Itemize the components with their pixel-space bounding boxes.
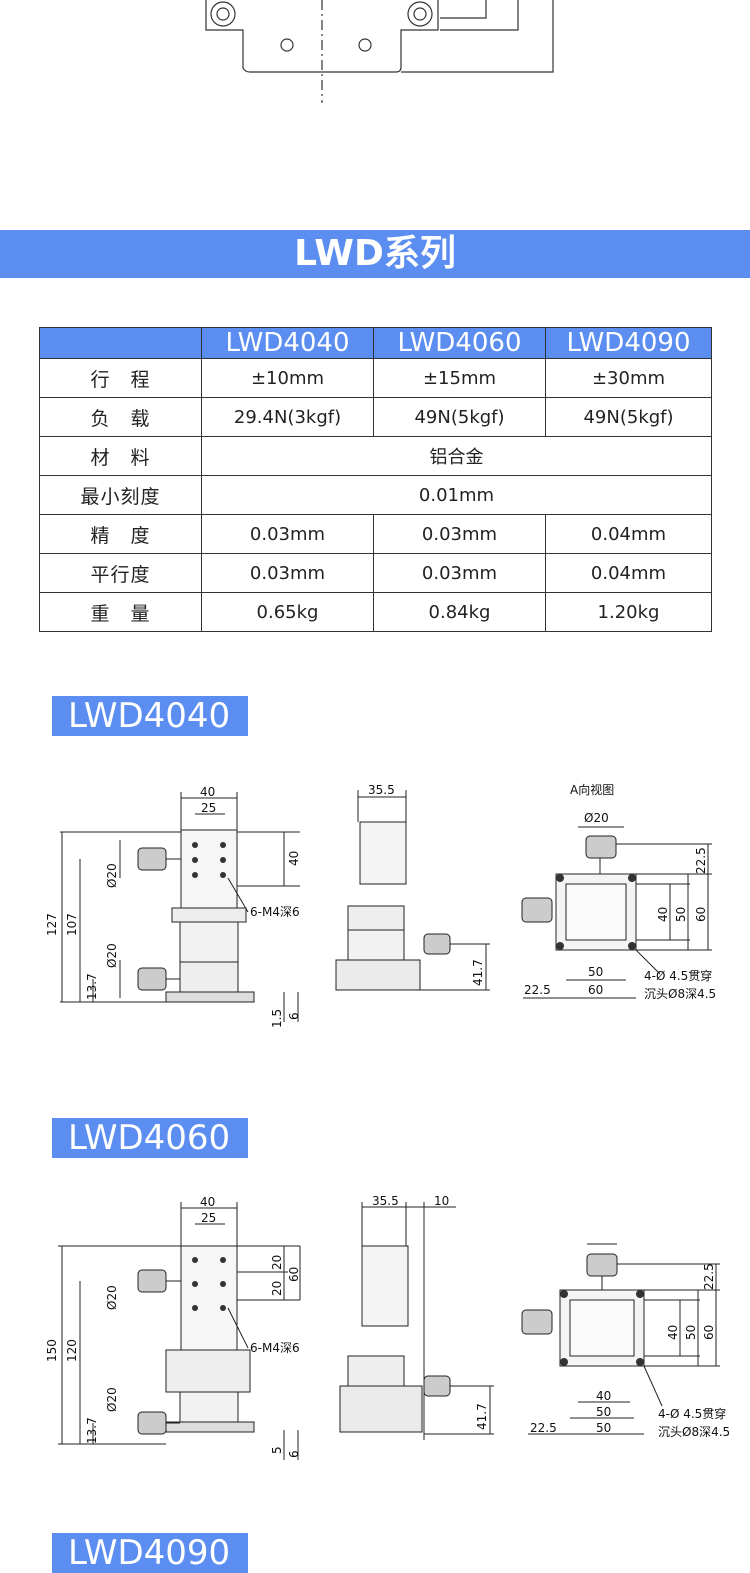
top-partial-drawing	[205, 0, 554, 103]
dim-label: 50	[684, 1325, 698, 1340]
cell: 0.04mm	[545, 553, 712, 593]
drawing-lwd4060: 40 25 20 20 60 Ø20 Ø20 150 120 13.7 6-M4…	[45, 1194, 730, 1460]
dim-label: 40	[656, 907, 670, 922]
dim-label: Ø20	[105, 1387, 119, 1412]
dim-label: Ø20	[105, 1285, 119, 1310]
dim-label: 25	[201, 1211, 216, 1225]
dim-label: 50	[588, 965, 603, 979]
dim-label: 41.7	[475, 1403, 489, 1430]
dim-label: 150	[45, 1339, 59, 1362]
row-label: 最小刻度	[39, 475, 202, 515]
merged-cell: 0.01mm	[201, 475, 712, 515]
dim-label: 25	[201, 801, 216, 815]
cell: ±15mm	[373, 358, 546, 398]
dim-label: 6-M4深6	[250, 1341, 300, 1355]
cell: 0.03mm	[201, 514, 374, 554]
dim-label: Ø20	[105, 943, 119, 968]
dim-label: 40	[287, 851, 301, 866]
dim-label: 22.5	[524, 983, 551, 997]
dim-label: 沉头Ø8深4.5	[658, 1425, 730, 1439]
table-header-row: LWD4040 LWD4060 LWD4090	[39, 327, 712, 359]
row-label: 材 料	[39, 436, 202, 476]
cell: 1.20kg	[545, 592, 712, 632]
cell: 0.03mm	[373, 553, 546, 593]
dim-label: 6	[287, 1012, 301, 1020]
dim-label: 60	[702, 1325, 716, 1340]
header-lwd4060: LWD4060	[373, 327, 546, 359]
dim-label: 40	[666, 1325, 680, 1340]
cell: 29.4N(3kgf)	[201, 397, 374, 437]
cell: ±30mm	[545, 358, 712, 398]
row-label: 行 程	[39, 358, 202, 398]
dim-label: 41.7	[471, 959, 485, 986]
table-row: 精 度 0.03mm 0.03mm 0.04mm	[39, 514, 712, 554]
row-label: 负 载	[39, 397, 202, 437]
section-title-lwd4060: LWD4060	[52, 1118, 248, 1158]
dim-label: 35.5	[368, 783, 395, 797]
table-row: 重 量 0.65kg 0.84kg 1.20kg	[39, 592, 712, 632]
row-label: 重 量	[39, 592, 202, 632]
spec-table: LWD4040 LWD4060 LWD4090 行 程 ±10mm ±15mm …	[39, 327, 712, 632]
view-label: A向视图	[570, 782, 614, 797]
cell: 49N(5kgf)	[545, 397, 712, 437]
cell: 0.04mm	[545, 514, 712, 554]
row-label: 平行度	[39, 553, 202, 593]
cell: 0.65kg	[201, 592, 374, 632]
dim-label: 1.5	[270, 1009, 284, 1028]
dim-label: 6	[287, 1450, 301, 1458]
cell: ±10mm	[201, 358, 374, 398]
dim-label: 60	[694, 907, 708, 922]
table-row: 平行度 0.03mm 0.03mm 0.04mm	[39, 553, 712, 593]
dim-label: 35.5	[372, 1194, 399, 1208]
dim-label: 40	[200, 1195, 215, 1209]
dim-label: 22.5	[530, 1421, 557, 1435]
dim-label: 50	[596, 1421, 611, 1435]
dim-label: 20	[270, 1255, 284, 1270]
cell: 0.03mm	[373, 514, 546, 554]
header-empty	[39, 327, 202, 359]
dim-label: 10	[434, 1194, 449, 1208]
cell: 49N(5kgf)	[373, 397, 546, 437]
dim-label: 50	[674, 907, 688, 922]
table-row: 负 载 29.4N(3kgf) 49N(5kgf) 49N(5kgf)	[39, 397, 712, 437]
row-label: 精 度	[39, 514, 202, 554]
dim-label: 60	[287, 1267, 301, 1282]
section-title-lwd4090: LWD4090	[52, 1533, 248, 1573]
dim-label: 40	[596, 1389, 611, 1403]
dim-label: 22.5	[702, 1263, 716, 1290]
cell: 0.03mm	[201, 553, 374, 593]
table-row: 最小刻度 0.01mm	[39, 475, 712, 515]
dim-label: 20	[270, 1281, 284, 1296]
dim-label: 107	[65, 913, 79, 936]
dim-label: 4-Ø 4.5贯穿	[644, 968, 712, 983]
dim-label: 沉头Ø8深4.5	[644, 987, 716, 1001]
section-title-lwd4040: LWD4040	[52, 696, 248, 736]
dim-label: 120	[65, 1339, 79, 1362]
dim-label: 60	[588, 983, 603, 997]
drawing-lwd4040: 40 25 40 Ø20 Ø20 127 107 13.7 6-M4深6 1.5…	[45, 782, 716, 1028]
dim-label: Ø20	[105, 863, 119, 888]
table-row: 材 料 铝合金	[39, 436, 712, 476]
table-row: 行 程 ±10mm ±15mm ±30mm	[39, 358, 712, 398]
dim-label: 6-M4深6	[250, 905, 300, 919]
dim-label: 127	[45, 913, 59, 936]
series-banner: LWD系列	[0, 230, 750, 278]
header-lwd4090: LWD4090	[545, 327, 712, 359]
dim-label: 50	[596, 1405, 611, 1419]
dim-label: 4-Ø 4.5贯穿	[658, 1406, 726, 1421]
merged-cell: 铝合金	[201, 436, 712, 476]
cell: 0.84kg	[373, 592, 546, 632]
dim-label: 13.7	[85, 973, 99, 1000]
dim-label: 40	[200, 785, 215, 799]
dim-label: 22.5	[694, 847, 708, 874]
dim-label: Ø20	[584, 811, 609, 825]
dim-label: 13.7	[85, 1417, 99, 1444]
header-lwd4040: LWD4040	[201, 327, 374, 359]
dim-label: 5	[270, 1446, 284, 1454]
